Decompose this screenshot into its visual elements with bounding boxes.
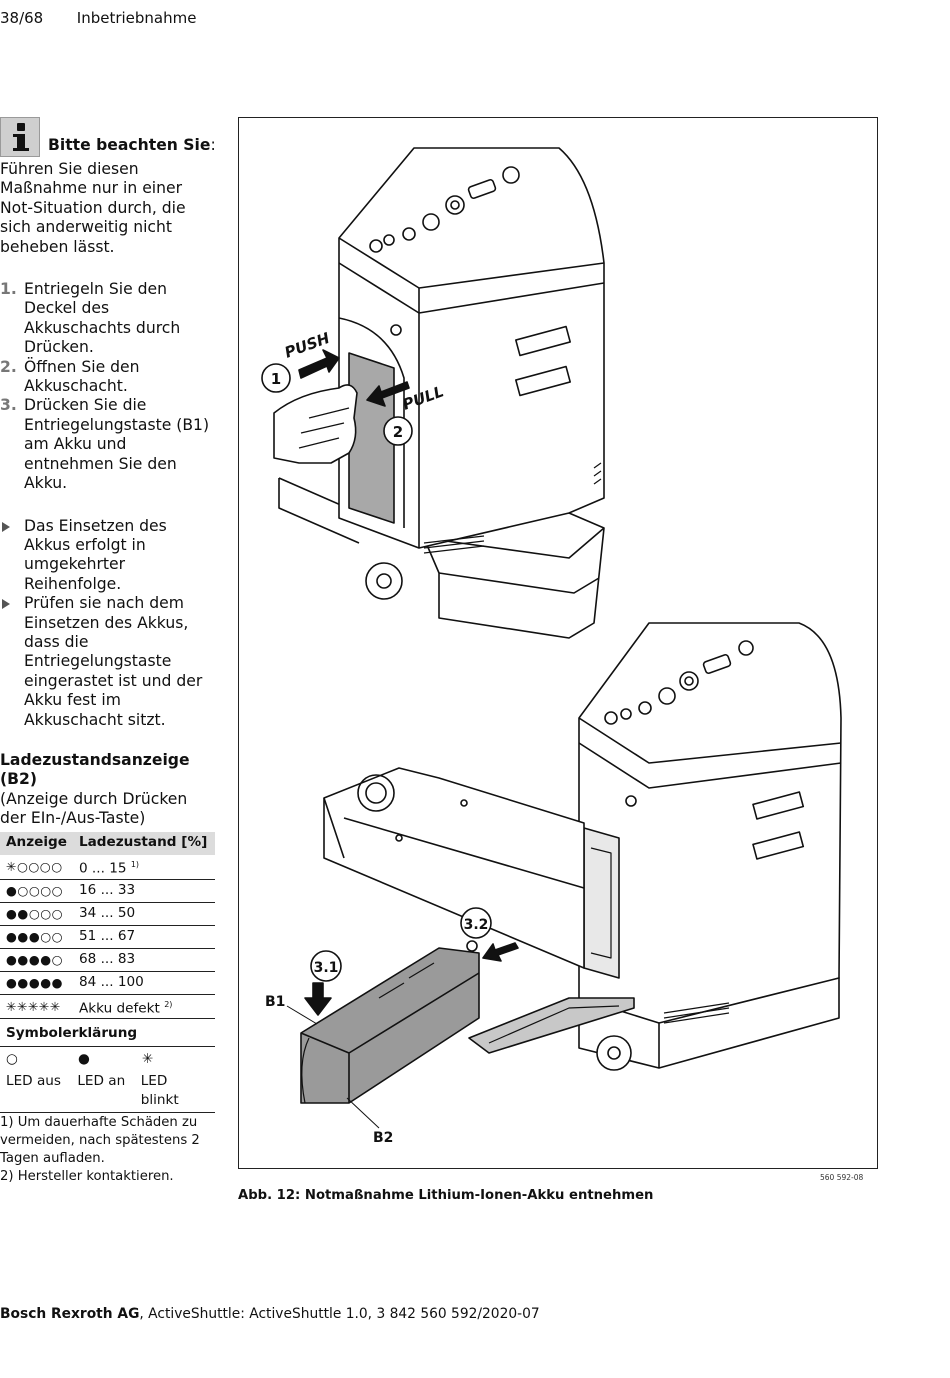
triangle-right-icon xyxy=(2,599,10,610)
upper-shuttle xyxy=(273,147,605,639)
symbol-label-row: LED aus LED an LED blinkt xyxy=(0,1069,215,1113)
table-header-row: Anzeige Ladezustand [%] xyxy=(0,831,215,855)
list-item: 3.Drücken Sie die Entriegelungstaste (B1… xyxy=(0,396,210,493)
result-list: Das Einsetzen des Akkus erfolgt in umgek… xyxy=(0,517,216,730)
charge-title: Ladezustandsanzeige (B2) xyxy=(0,750,190,789)
note-text: Führen Sie diesen Maßnahme nur in einer … xyxy=(0,160,186,256)
callout-1: 1 xyxy=(271,370,281,388)
figure-illustration: PUSH PULL 1 2 xyxy=(238,117,878,1169)
footnote: 1) Um dauerhafte Schäden zu vermeiden, n… xyxy=(0,1114,200,1166)
list-item: 1.Entriegeln Sie den Deckel des Akkuscha… xyxy=(0,280,181,357)
table-row: ●●○○○34 ... 50 xyxy=(0,902,215,926)
info-icon xyxy=(0,117,40,157)
label-b2: B2 xyxy=(373,1130,393,1146)
charge-subtitle: (Anzeige durch Drücken der EIn-/Aus-Tast… xyxy=(0,789,188,828)
column-header: Ladezustand [%] xyxy=(72,831,215,855)
symbol-row: ○ ● ✳ xyxy=(0,1047,215,1069)
callout-3-1: 3.1 xyxy=(314,960,339,976)
shuttle-drawing: PUSH PULL 1 2 xyxy=(261,147,842,1146)
note-header: Bitte beachten Sie: xyxy=(0,115,216,157)
figure-number: 560 592-08 xyxy=(820,1173,864,1182)
arrow-icon xyxy=(304,942,519,1016)
label-b1: B1 xyxy=(265,994,285,1010)
lower-shuttle xyxy=(300,622,842,1104)
charge-table: Anzeige Ladezustand [%] ✳○○○○0 ... 15 1)… xyxy=(0,831,215,1020)
push-label: PUSH xyxy=(282,329,332,362)
triangle-right-icon xyxy=(2,521,10,532)
table-row: ●●●●○68 ... 83 xyxy=(0,948,215,972)
step-list: 1.Entriegeln Sie den Deckel des Akkuscha… xyxy=(0,280,216,493)
page-number: 38/68 xyxy=(0,9,44,27)
led-on-icon: ● xyxy=(78,1050,90,1067)
footer-document: , ActiveShuttle: ActiveShuttle 1.0, 3 84… xyxy=(139,1306,540,1322)
footnotes: 1) Um dauerhafte Schäden zu vermeiden, n… xyxy=(0,1114,215,1186)
led-off-icon: ○ xyxy=(6,1050,18,1067)
figure-caption: Abb. 12: Notmaßnahme Lithium-Ionen-Akku … xyxy=(238,1188,654,1203)
table-row: ✳✳✳✳✳Akku defekt 2) xyxy=(0,994,215,1020)
symbol-legend-title: Symbolerklärung xyxy=(0,1019,215,1047)
footnote: 2) Hersteller kontaktieren. xyxy=(0,1168,174,1184)
table-row: ●●●●●84 ... 100 xyxy=(0,971,215,995)
left-column: Bitte beachten Sie: Führen Sie diesen Ma… xyxy=(0,115,216,1186)
list-item: Prüfen sie nach dem Einsetzen des Akkus,… xyxy=(0,594,216,730)
section-title: Inbetriebnahme xyxy=(76,9,197,27)
callout-3-2: 3.2 xyxy=(464,917,489,933)
note-title: Bitte beachten Sie: xyxy=(48,135,216,154)
table-row: ●●●○○51 ... 67 xyxy=(0,925,215,949)
table-row: ✳○○○○0 ... 15 1) xyxy=(0,854,215,880)
column-header: Anzeige xyxy=(0,831,73,855)
callout-2: 2 xyxy=(393,423,403,441)
led-blink-icon: ✳ xyxy=(142,1050,154,1067)
list-item: Das Einsetzen des Akkus erfolgt in umgek… xyxy=(0,517,216,595)
arrow-icon xyxy=(298,349,410,407)
page-header: 38/68 Inbetriebnahme xyxy=(0,9,196,27)
page-footer: Bosch Rexroth AG, ActiveShuttle: ActiveS… xyxy=(0,1306,540,1322)
list-item: 2.Öffnen Sie den Akkuschacht. xyxy=(0,357,140,396)
footer-company: Bosch Rexroth AG xyxy=(0,1306,140,1322)
table-row: ●○○○○16 ... 33 xyxy=(0,879,215,903)
